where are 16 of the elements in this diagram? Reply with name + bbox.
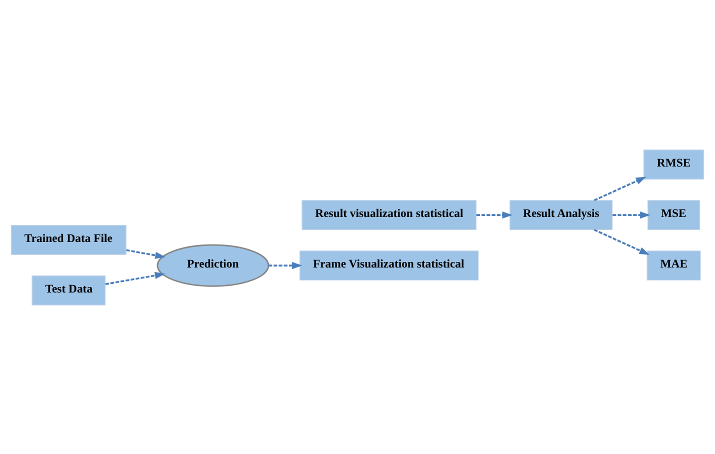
node-box: MAE xyxy=(646,250,701,280)
node-box: Result Analysis xyxy=(509,200,613,230)
arrow xyxy=(476,210,513,218)
node-ellipse: Prediction xyxy=(156,244,270,286)
arrow xyxy=(612,210,650,218)
arrow xyxy=(126,248,166,258)
arrow xyxy=(594,228,650,254)
arrow xyxy=(105,271,166,285)
node-box: Frame Visualization statistical xyxy=(299,250,479,280)
arrow xyxy=(268,261,302,269)
node-box: Trained Data File xyxy=(10,224,126,254)
node-box: Test Data xyxy=(32,274,106,305)
arrow xyxy=(594,176,646,201)
node-box: MSE xyxy=(647,200,700,230)
node-box: Result visualization statistical xyxy=(302,200,477,230)
node-box: RMSE xyxy=(643,149,704,180)
